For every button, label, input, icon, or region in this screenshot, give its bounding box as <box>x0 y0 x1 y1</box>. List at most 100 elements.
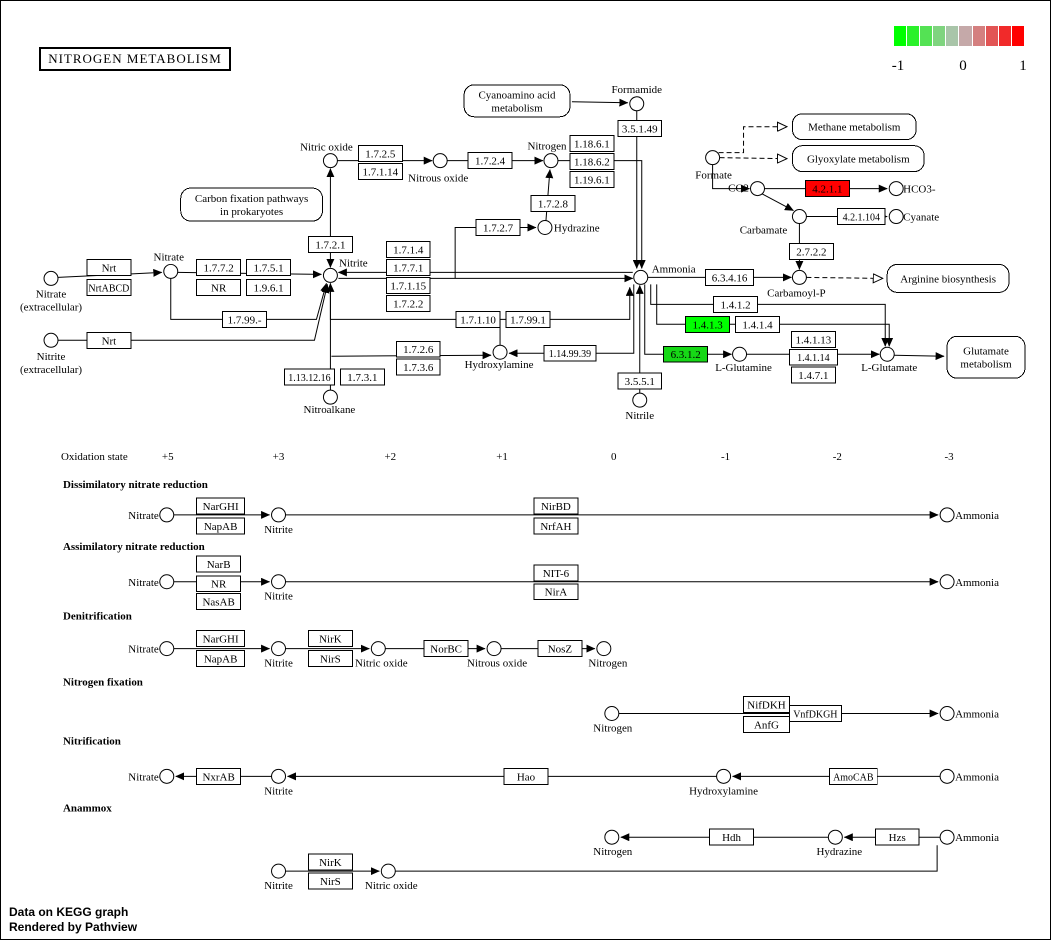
enzyme-box-1-7-2-5[interactable] <box>357 145 403 163</box>
enzyme-box-narghi[interactable] <box>196 497 246 515</box>
compound-nitrate-assimilatory[interactable] <box>159 574 175 590</box>
compound-formate[interactable] <box>705 150 721 166</box>
enzyme-box-nirk[interactable] <box>307 630 353 648</box>
compound-hydrazine[interactable] <box>537 220 553 236</box>
compound-co2[interactable] <box>750 181 765 197</box>
enzyme-box-norbc[interactable] <box>423 640 469 658</box>
pathway-box-cyanoamino-acid[interactable] <box>463 84 571 118</box>
compound-formamide[interactable] <box>629 96 645 112</box>
compound-nitrate-denitrification[interactable] <box>159 641 175 657</box>
compound-ammonia-nitrification[interactable] <box>939 768 955 784</box>
enzyme-box-narb[interactable] <box>196 555 242 573</box>
compound-nitrite[interactable] <box>322 267 338 283</box>
enzyme-box-nrt[interactable] <box>86 331 132 349</box>
enzyme-box-3-5-1-49[interactable] <box>617 120 663 138</box>
enzyme-box-1-7-7-2[interactable] <box>196 258 242 276</box>
pathway-box-carbon-fixation-pathways[interactable] <box>180 187 323 222</box>
compound-nitrate-extracellular[interactable] <box>43 270 59 286</box>
enzyme-box-nira[interactable] <box>533 583 579 601</box>
enzyme-box-1-7-2-4[interactable] <box>467 152 513 170</box>
compound-l-glutamate[interactable] <box>879 346 895 362</box>
enzyme-box-1-7-3-6[interactable] <box>395 358 441 376</box>
enzyme-box-4-2-1-1[interactable] <box>804 180 850 198</box>
compound-hydroxylamine[interactable] <box>492 344 508 360</box>
enzyme-box-1-7-2-7[interactable] <box>475 219 521 236</box>
enzyme-box-1-4-1-13[interactable] <box>790 330 836 348</box>
compound-nitrite-nitrification[interactable] <box>271 768 287 784</box>
enzyme-box-nr[interactable] <box>196 575 242 593</box>
enzyme-box-1-7-2-6[interactable] <box>395 340 441 358</box>
enzyme-box-1-7-2-8[interactable] <box>530 195 576 213</box>
enzyme-box-narghi[interactable] <box>196 630 246 648</box>
enzyme-box-nirbd[interactable] <box>533 497 579 515</box>
enzyme-box-napab[interactable] <box>196 650 246 668</box>
enzyme-box-1-4-1-14[interactable] <box>788 348 838 366</box>
enzyme-box-nifdkh[interactable] <box>743 696 790 713</box>
enzyme-box-6-3-1-2[interactable] <box>663 345 709 363</box>
compound-nitrous-oxide[interactable] <box>432 153 448 169</box>
compound-ammonia-fixation[interactable] <box>939 705 955 721</box>
compound-nitrite-dissimilatory[interactable] <box>271 507 287 523</box>
compound-nitrous-oxide-denitrification[interactable] <box>486 641 502 657</box>
enzyme-box-3-5-5-1[interactable] <box>617 372 663 390</box>
enzyme-box-nirs[interactable] <box>307 650 353 668</box>
enzyme-box-nit-6[interactable] <box>533 564 579 582</box>
compound-nitric-oxide[interactable] <box>322 153 338 169</box>
enzyme-box-1-18-6-1[interactable] <box>569 135 615 153</box>
compound-nitric-oxide-anammox[interactable] <box>380 863 396 879</box>
compound-nitrate-dissimilatory[interactable] <box>159 507 175 523</box>
compound-carbamoyl-p[interactable] <box>791 269 807 285</box>
compound-nitrite-extracellular[interactable] <box>43 332 59 348</box>
compound-ammonia[interactable] <box>633 269 649 285</box>
enzyme-box-nrfah[interactable] <box>533 517 579 535</box>
enzyme-box-1-7-1-15[interactable] <box>385 276 431 294</box>
compound-hco3[interactable] <box>888 181 904 197</box>
compound-nitrite-anammox[interactable] <box>271 863 287 879</box>
compound-hydrazine-anammox[interactable] <box>827 829 843 845</box>
enzyme-box-1-18-6-2[interactable] <box>569 153 615 171</box>
enzyme-box-nasab[interactable] <box>196 593 242 611</box>
compound-nitrogen-denitrification[interactable] <box>596 641 612 657</box>
compound-cyanate[interactable] <box>888 209 904 225</box>
compound-nitroalkane[interactable] <box>322 389 338 405</box>
compound-ammonia-dissimilatory[interactable] <box>939 507 955 523</box>
enzyme-box-hzs[interactable] <box>874 828 920 846</box>
compound-nitrile[interactable] <box>632 392 648 408</box>
compound-nitrite-assimilatory[interactable] <box>271 574 287 590</box>
enzyme-box-nosz[interactable] <box>537 640 583 658</box>
enzyme-box-4-2-1-104[interactable] <box>836 208 886 226</box>
enzyme-box-1-7-1-14[interactable] <box>357 163 403 181</box>
compound-hydroxylamine-nitrification[interactable] <box>716 768 732 784</box>
enzyme-box-hdh[interactable] <box>709 828 755 846</box>
compound-nitrate-nitrification[interactable] <box>159 768 175 784</box>
enzyme-box-hao[interactable] <box>503 767 549 785</box>
enzyme-box-anfg[interactable] <box>743 715 790 733</box>
enzyme-box-nrtabcd[interactable] <box>86 278 132 296</box>
enzyme-box-vnfdkgh[interactable] <box>788 704 842 722</box>
compound-nitrogen-anammox[interactable] <box>604 829 620 845</box>
enzyme-box-1-13-12-16[interactable] <box>284 368 335 386</box>
compound-nitrogen-fixation[interactable] <box>604 705 620 721</box>
compound-carbamate[interactable] <box>791 209 807 225</box>
compound-l-glutamine[interactable] <box>732 346 748 362</box>
enzyme-box-nr[interactable] <box>196 278 242 296</box>
enzyme-box-6-3-4-16[interactable] <box>705 268 755 286</box>
compound-nitrite-denitrification[interactable] <box>271 641 287 657</box>
enzyme-box-1-7-99-1[interactable] <box>505 310 551 328</box>
enzyme-box-1-9-6-1[interactable] <box>246 278 291 296</box>
enzyme-box-nirs[interactable] <box>307 872 353 890</box>
enzyme-box-1-7-2-1[interactable] <box>307 235 353 253</box>
pathway-box-glyoxylate-metabolism[interactable] <box>791 145 925 173</box>
enzyme-box-amocab[interactable] <box>828 767 878 785</box>
enzyme-box-nirk[interactable] <box>307 853 353 871</box>
compound-nitrogen[interactable] <box>543 153 559 169</box>
enzyme-box-1-14-99-39[interactable] <box>543 344 597 362</box>
enzyme-box-1-19-6-1[interactable] <box>569 171 615 189</box>
compound-nitrate[interactable] <box>163 263 179 279</box>
compound-ammonia-assimilatory[interactable] <box>939 574 955 590</box>
enzyme-box-nrt[interactable] <box>86 258 132 276</box>
enzyme-box-1-7-1-10[interactable] <box>455 310 501 328</box>
enzyme-box-1-4-1-3[interactable] <box>685 315 731 333</box>
pathway-box-arginine-biosynthesis[interactable] <box>886 263 1010 293</box>
enzyme-box-1-7-7-1[interactable] <box>385 258 431 276</box>
